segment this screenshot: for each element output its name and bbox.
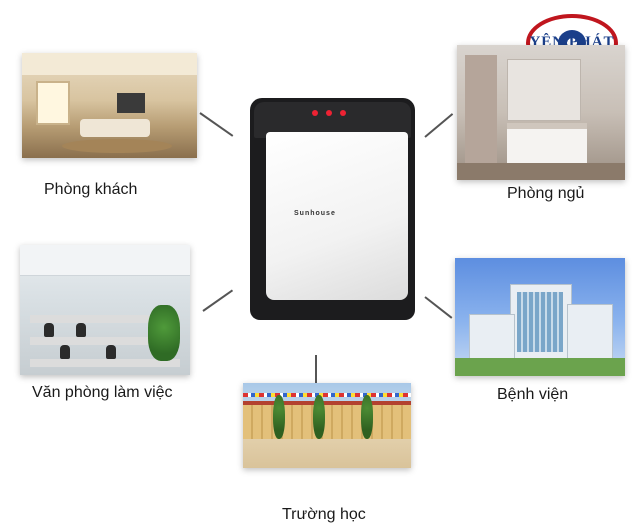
connector-bedroom xyxy=(424,113,454,138)
connector-hospital xyxy=(424,296,453,319)
hospital-photo xyxy=(455,258,625,376)
office-label: Văn phòng làm việc xyxy=(32,384,173,401)
connector-office xyxy=(202,289,234,312)
product-front-panel: Sunhouse xyxy=(266,132,408,300)
office-photo xyxy=(20,245,190,375)
school-photo xyxy=(243,383,411,468)
connector-school xyxy=(315,355,317,383)
dehumidifier-product: Sunhouse xyxy=(250,98,415,320)
living-room-photo xyxy=(22,53,197,158)
product-brand-mark: Sunhouse xyxy=(294,210,336,217)
bedroom-photo xyxy=(457,45,625,180)
bedroom-label: Phòng ngủ xyxy=(507,185,585,202)
hospital-label: Bệnh viện xyxy=(497,386,569,403)
living-room-label: Phòng khách xyxy=(44,181,138,198)
school-label: Trường học xyxy=(282,506,366,523)
connector-living xyxy=(199,112,234,137)
